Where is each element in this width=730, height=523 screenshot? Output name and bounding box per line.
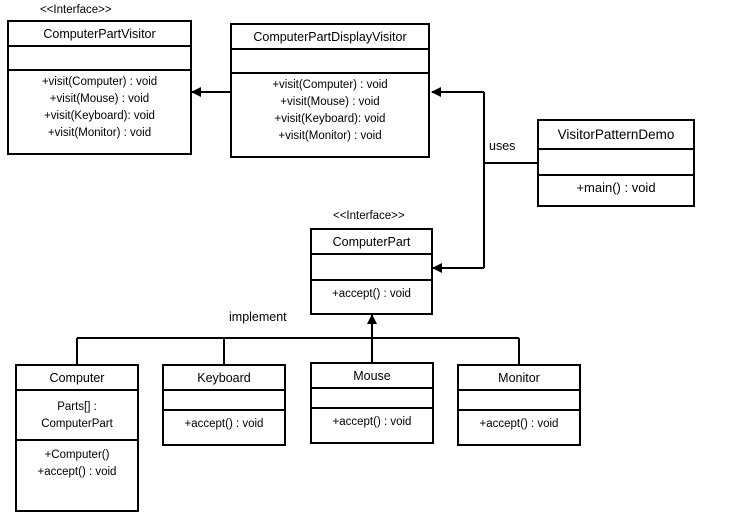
operation: +accept() : void xyxy=(332,288,411,300)
operation: +accept() : void xyxy=(332,416,412,428)
attributes-section xyxy=(312,387,432,407)
computer-class: Computer Parts[] : ComputerPart +Compute… xyxy=(15,364,139,512)
mouse-class: Mouse +accept() : void xyxy=(310,362,434,444)
operations-section: +Computer() +accept() : void xyxy=(17,439,137,481)
attributes-section xyxy=(312,253,431,279)
visitor-pattern-demo-class: VisitorPatternDemo +main() : void xyxy=(537,119,695,207)
operation: +visit(Mouse) : void xyxy=(49,93,150,105)
attributes-section: Parts[] : ComputerPart xyxy=(17,389,137,439)
operations-section: +accept() : void xyxy=(164,409,284,433)
operations-section: +accept() : void xyxy=(459,409,579,433)
operations-section: +accept() : void xyxy=(312,279,431,303)
operation: +visit(Keyboard): void xyxy=(44,110,155,122)
operation: +accept() : void xyxy=(479,418,559,430)
attributes-section xyxy=(232,48,428,72)
operations-section: +main() : void xyxy=(539,174,693,196)
class-name: ComputerPart xyxy=(332,235,411,249)
attribute: Parts[] : xyxy=(57,401,97,413)
operations-section: +visit(Computer) : void +visit(Mouse) : … xyxy=(232,72,428,145)
computer-part-interface-stereotype: <<Interface>> xyxy=(333,210,405,222)
attributes-section xyxy=(539,148,693,174)
operation: +main() : void xyxy=(576,180,656,195)
attributes-section xyxy=(9,45,190,69)
class-name: Mouse xyxy=(353,369,391,383)
operation: +visit(Monitor) : void xyxy=(47,127,152,139)
class-name: VisitorPatternDemo xyxy=(557,127,675,142)
operation: +visit(Keyboard): void xyxy=(274,113,386,125)
attributes-section xyxy=(459,389,579,409)
class-name: Keyboard xyxy=(197,371,251,385)
operation: +Computer() xyxy=(44,449,110,461)
operation: +visit(Monitor) : void xyxy=(278,130,382,142)
class-name: Monitor xyxy=(498,371,540,385)
operation: +visit(Computer) : void xyxy=(41,76,158,88)
operation: +accept() : void xyxy=(184,418,264,430)
computer-part-visitor-class: ComputerPartVisitor +visit(Computer) : v… xyxy=(7,20,192,155)
uses-label: uses xyxy=(489,139,516,153)
operation: +accept() : void xyxy=(37,466,117,478)
implement-label: implement xyxy=(229,310,287,324)
class-name: ComputerPartDisplayVisitor xyxy=(253,30,407,44)
attributes-section xyxy=(164,389,284,409)
keyboard-class: Keyboard +accept() : void xyxy=(162,364,286,446)
class-name: Computer xyxy=(49,371,105,385)
monitor-class: Monitor +accept() : void xyxy=(457,364,581,446)
operations-section: +visit(Computer) : void +visit(Mouse) : … xyxy=(9,69,190,142)
operations-section: +accept() : void xyxy=(312,407,432,431)
class-name: ComputerPartVisitor xyxy=(43,27,156,41)
computer-part-display-visitor-class: ComputerPartDisplayVisitor +visit(Comput… xyxy=(230,23,430,158)
operation: +visit(Computer) : void xyxy=(272,79,388,91)
visitor-interface-stereotype: <<Interface>> xyxy=(40,4,112,16)
operation: +visit(Mouse) : void xyxy=(280,96,380,108)
attribute: ComputerPart xyxy=(41,418,113,430)
computer-part-class: ComputerPart +accept() : void xyxy=(310,228,433,315)
